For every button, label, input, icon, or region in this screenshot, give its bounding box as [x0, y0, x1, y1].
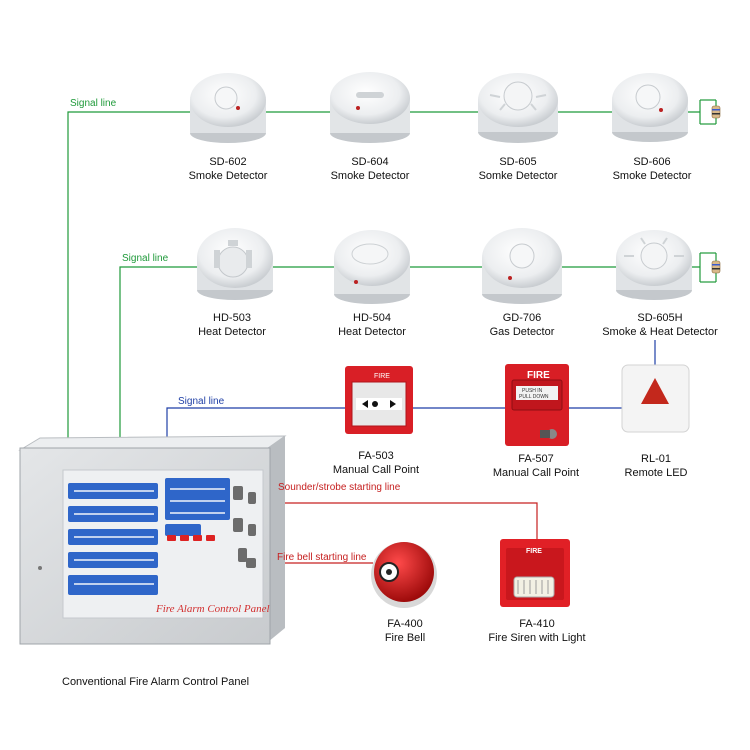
panel-caption: Conventional Fire Alarm Control Panel [62, 676, 250, 688]
bell-line-label: Fire bell starting line [277, 552, 367, 563]
hd-504-detector-image [334, 230, 410, 304]
sd-604-label: SD-604 Smoke Detector [331, 155, 410, 183]
fa-507-push-text: PUSH IN [522, 388, 543, 394]
fa-507-model: FA-507 [518, 453, 554, 465]
end-of-line-resistor-row1 [711, 100, 721, 124]
signal-line-row2-label: Signal line [122, 253, 169, 264]
sd-604-name: Smoke Detector [330, 170, 410, 182]
hd-504-name: Heat Detector [338, 326, 406, 338]
sd-606-detector-image [612, 73, 688, 142]
fa-507-name: Manual Call Point [492, 467, 580, 479]
sounder-line-wire [263, 502, 538, 540]
gd-706-label: GD-706 Gas Detector [490, 311, 555, 339]
fa-400-name: Fire Bell [384, 632, 426, 644]
sd-604-model: SD-604 [351, 156, 389, 168]
fa-507-pull-text: PULL DOWN [519, 394, 549, 400]
sd-605-model: SD-605 [499, 156, 537, 168]
panel-title: Fire Alarm Control Panel [156, 603, 270, 615]
fa-503-label: FA-503 Manual Call Point [333, 449, 419, 477]
fa-410-fire-text: FIRE [526, 548, 542, 555]
sd-605h-label: SD-605H Smoke & Heat Detector [602, 311, 718, 339]
sd-605-detector-image [478, 73, 558, 143]
fa-503-fire-text: FIRE [374, 373, 390, 380]
sd-604-detector-image [330, 72, 410, 143]
sd-605-name: Somke Detector [478, 170, 558, 182]
sd-606-model: SD-606 [633, 156, 671, 168]
control-panel-image [18, 435, 287, 645]
sd-605h-detector-image [616, 230, 692, 300]
hd-503-label: HD-503 Heat Detector [198, 311, 266, 339]
fa-410-model: FA-410 [519, 618, 555, 630]
sd-605-label: SD-605 Somke Detector [479, 155, 558, 183]
signal-line-row3-label: Signal line [178, 396, 225, 407]
sd-606-name: Smoke Detector [612, 170, 692, 182]
sd-605h-model: SD-605H [637, 312, 683, 324]
fa-507-call-point-image: FIRE PUSH IN PULL DOWN [505, 364, 569, 446]
gd-706-name: Gas Detector [489, 326, 555, 338]
fa-503-model: FA-503 [358, 450, 394, 462]
fa-503-name: Manual Call Point [332, 464, 420, 476]
end-of-line-resistor-row2 [711, 253, 721, 282]
signal-line-row1-label: Signal line [70, 98, 117, 109]
rl-01-label: RL-01 Remote LED [625, 452, 688, 480]
hd-504-label: HD-504 Heat Detector [338, 311, 406, 339]
fa-507-label: FA-507 Manual Call Point [493, 452, 579, 480]
fa-507-fire-text: FIRE [527, 370, 550, 381]
sd-602-name: Smoke Detector [188, 170, 268, 182]
fa-503-call-point-image: FIRE [345, 366, 413, 434]
sd-605h-name: Smoke & Heat Detector [602, 326, 718, 338]
fa-400-fire-bell-image [371, 542, 437, 608]
hd-503-name: Heat Detector [198, 326, 266, 338]
gd-706-detector-image [482, 228, 562, 304]
rl-01-name: Remote LED [624, 467, 688, 479]
rl-01-model: RL-01 [641, 453, 671, 465]
sounder-line-label: Sounder/strobe starting line [278, 482, 401, 493]
sd-602-detector-image [190, 73, 266, 143]
fa-410-label: FA-410 Fire Siren with Light [488, 617, 585, 645]
gd-706-model: GD-706 [502, 312, 542, 324]
sd-602-model: SD-602 [209, 156, 247, 168]
sd-606-label: SD-606 Smoke Detector [613, 155, 692, 183]
hd-503-detector-image [197, 228, 273, 300]
hd-504-model: HD-504 [353, 312, 391, 324]
hd-503-model: HD-503 [213, 312, 251, 324]
fa-410-siren-image: FIRE [500, 539, 570, 607]
fa-400-model: FA-400 [387, 618, 423, 630]
fa-410-name: Fire Siren with Light [488, 632, 586, 644]
fa-400-label: FA-400 Fire Bell [385, 617, 425, 645]
sd-602-label: SD-602 Smoke Detector [189, 155, 268, 183]
rl-01-remote-led-image [621, 364, 690, 433]
